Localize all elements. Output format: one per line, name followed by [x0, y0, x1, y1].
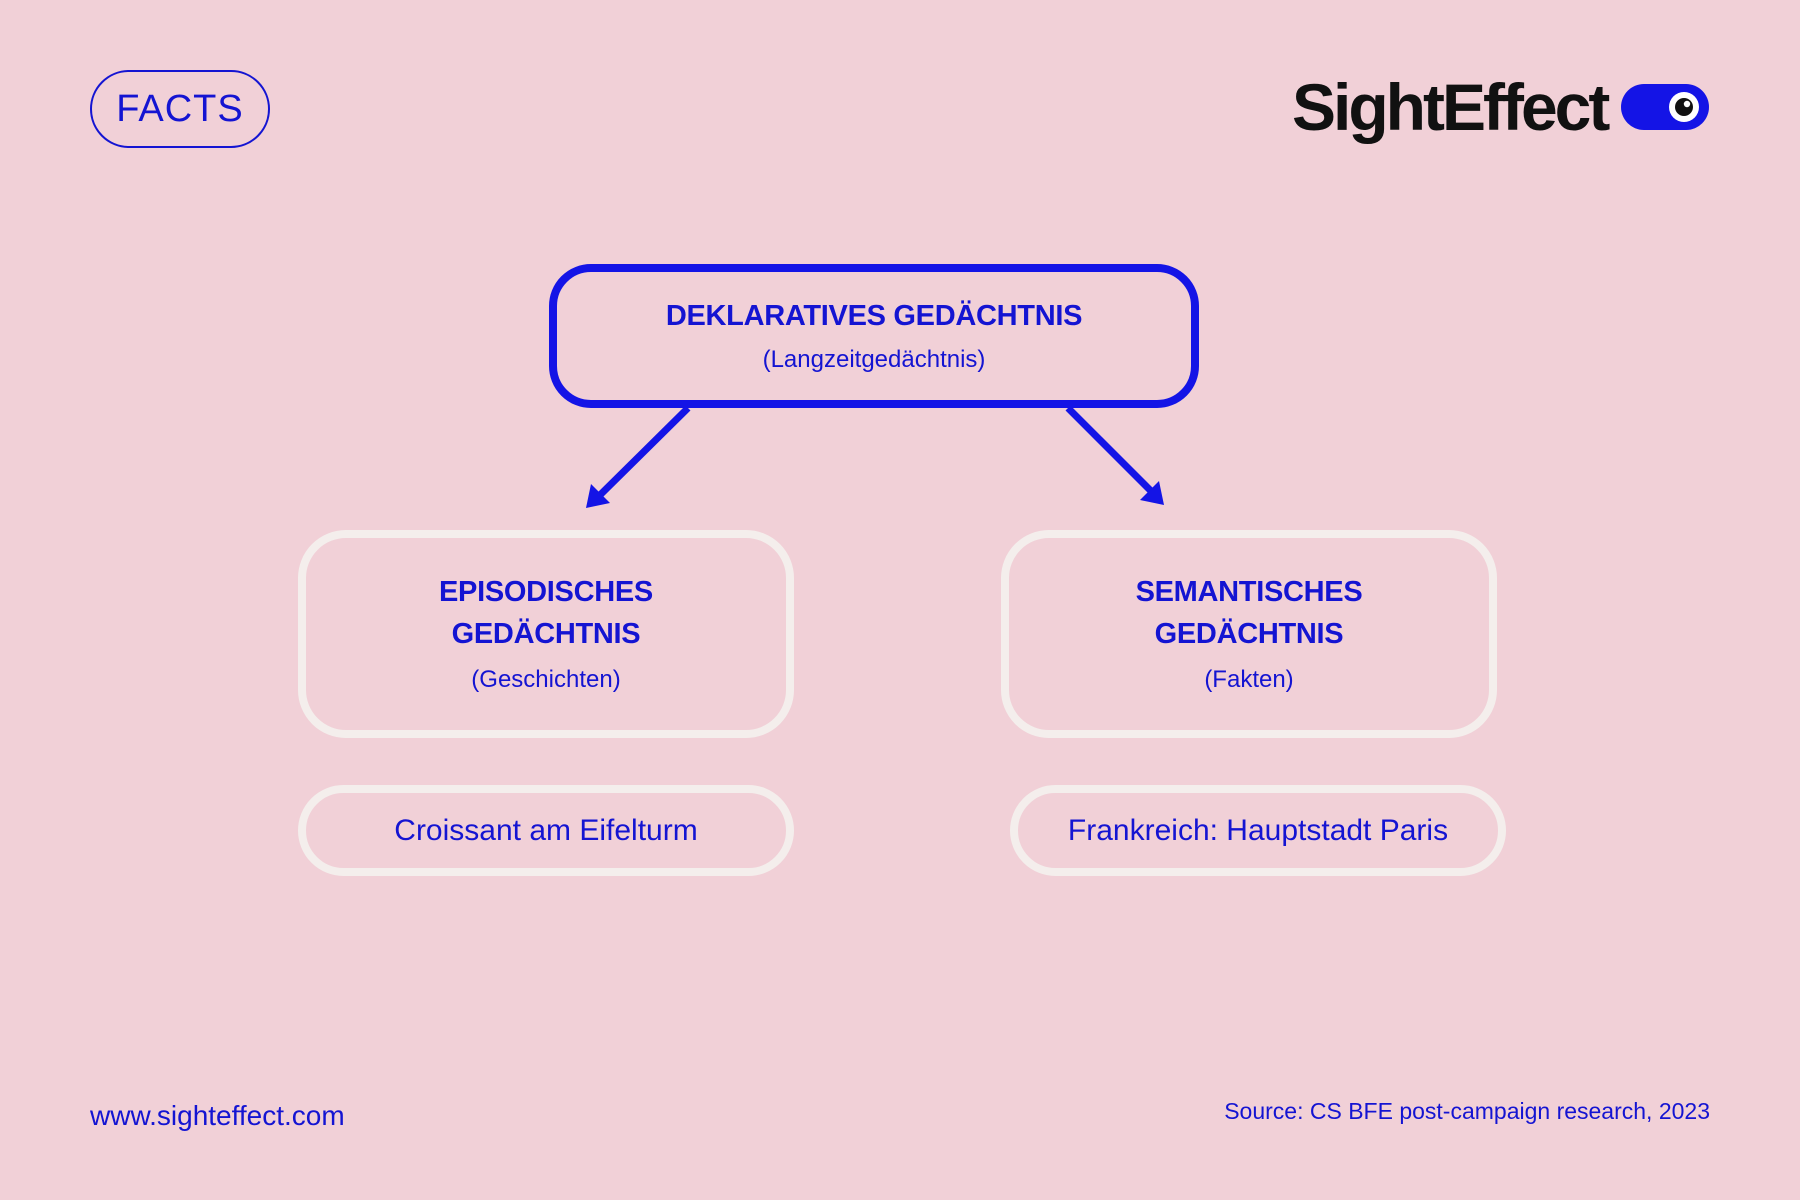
logo: SightEffect [1292, 62, 1710, 152]
child-subtitle: (Fakten) [1204, 666, 1294, 693]
facts-badge: FACTS [90, 70, 270, 148]
root-subtitle: (Langzeitgedächtnis) [762, 346, 986, 373]
source-note: Source: CS BFE post-campaign research, 2… [1224, 1098, 1710, 1124]
child-node-semantic: SEMANTISCHES GEDÄCHTNIS (Fakten) [1001, 530, 1497, 738]
child-title-line1: SEMANTISCHES [1135, 576, 1363, 608]
child-subtitle: (Geschichten) [471, 666, 621, 693]
root-node: DEKLARATIVES GEDÄCHTNIS (Langzeitgedächt… [549, 264, 1199, 408]
example-episodic: Croissant am Eifelturm [298, 785, 794, 876]
example-semantic: Frankreich: Hauptstadt Paris [1010, 785, 1506, 876]
website-url: www.sighteffect.com [90, 1100, 345, 1131]
root-title: DEKLARATIVES GEDÄCHTNIS [665, 300, 1083, 332]
child-title-line2: GEDÄCHTNIS [1154, 618, 1344, 650]
child-node-episodic: EPISODISCHES GEDÄCHTNIS (Geschichten) [298, 530, 794, 738]
logo-text: SightEffect [1292, 70, 1610, 144]
child-title-line2: GEDÄCHTNIS [451, 618, 641, 650]
eye-toggle-icon [1621, 84, 1710, 130]
arrow-left [586, 405, 691, 508]
child-title-line1: EPISODISCHES [439, 576, 653, 608]
arrow-right [1065, 405, 1164, 505]
